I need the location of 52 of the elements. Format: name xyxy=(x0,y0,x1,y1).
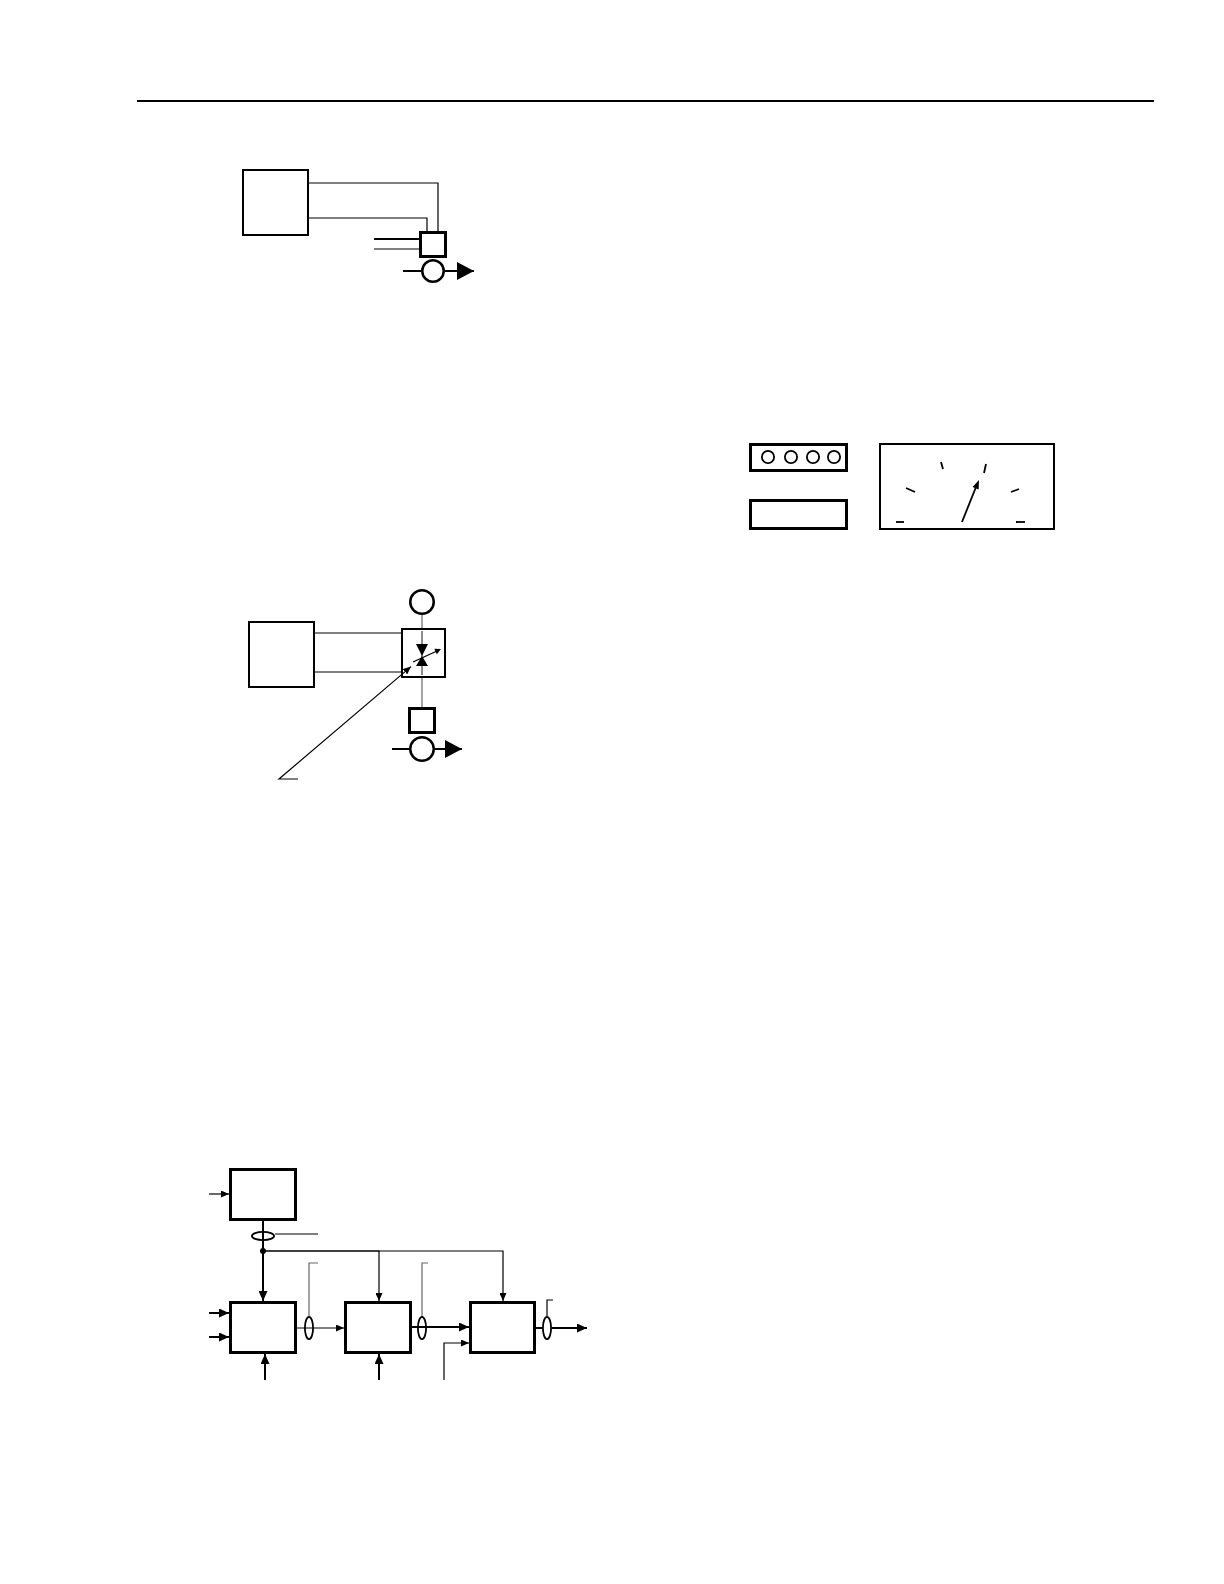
valve-symbol xyxy=(410,630,443,675)
bundle-ellipse xyxy=(304,1316,314,1340)
block-box xyxy=(229,1168,297,1221)
bundle-ellipse xyxy=(417,1316,427,1340)
indicator-circle xyxy=(761,450,775,464)
small-box xyxy=(408,707,436,734)
connector-line xyxy=(402,270,422,272)
unit-box xyxy=(248,621,315,688)
connector-line xyxy=(535,1327,543,1329)
block-box xyxy=(469,1301,536,1354)
arrow xyxy=(374,1353,384,1381)
circle-symbol xyxy=(409,736,435,762)
small-box xyxy=(419,231,447,258)
connector-line xyxy=(421,614,423,629)
leader-line xyxy=(421,1262,429,1317)
arrow xyxy=(411,1322,470,1332)
connector-line xyxy=(391,748,410,750)
connector-line xyxy=(314,671,402,673)
arrow xyxy=(551,1323,588,1333)
block-box xyxy=(344,1301,412,1354)
valve-box xyxy=(401,628,446,678)
arrow xyxy=(208,1308,230,1318)
indicator-circle xyxy=(806,450,820,464)
arrow xyxy=(208,1332,230,1342)
connector-line xyxy=(373,238,420,240)
arrow xyxy=(208,1190,230,1198)
unit-box xyxy=(242,169,309,236)
connector-line xyxy=(314,632,402,634)
leader-line xyxy=(274,1233,319,1235)
connector-line xyxy=(421,677,423,708)
indicator-panel xyxy=(749,443,848,472)
gauge-panel xyxy=(879,443,1055,530)
leader-line xyxy=(546,1299,554,1317)
arrow xyxy=(296,1324,345,1332)
circle-symbol xyxy=(409,589,435,615)
bundle-ellipse xyxy=(251,1231,275,1241)
arrow xyxy=(260,1353,270,1381)
block-box xyxy=(229,1301,297,1354)
arrow xyxy=(444,262,475,280)
arrow xyxy=(262,1220,507,1302)
indicator-circle xyxy=(827,450,841,464)
connector-line xyxy=(373,248,420,250)
circle-symbol xyxy=(421,259,445,283)
bundle-ellipse xyxy=(542,1316,552,1340)
connector-line xyxy=(308,182,439,232)
leader-line xyxy=(277,666,412,780)
connector-line xyxy=(308,217,428,232)
arrow xyxy=(443,1339,470,1381)
blank-panel xyxy=(749,499,848,530)
leader-line xyxy=(308,1262,319,1317)
arrow xyxy=(434,740,463,758)
indicator-circle xyxy=(784,450,798,464)
